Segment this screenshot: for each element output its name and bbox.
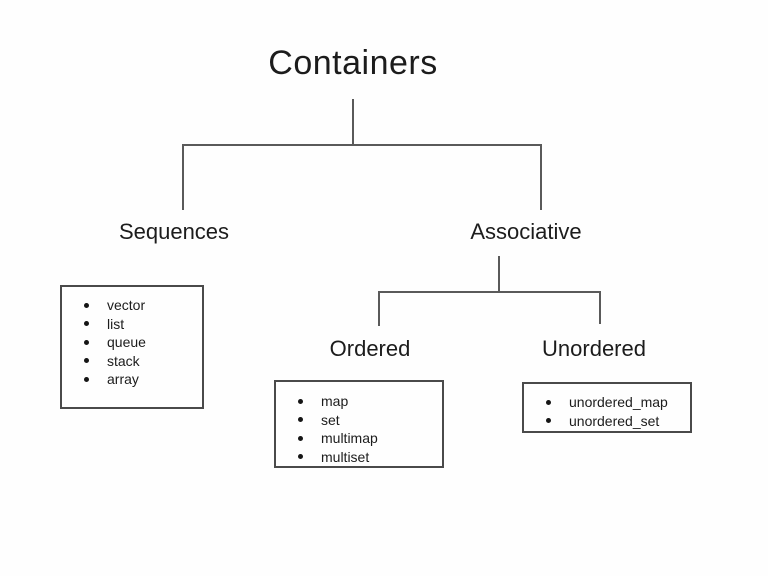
list-item: set: [276, 411, 442, 430]
node-ordered: Ordered: [329, 336, 411, 361]
root-node-containers: Containers: [268, 44, 438, 82]
list-item-label: map: [321, 393, 349, 410]
list-item-label: array: [107, 371, 139, 388]
node-associative: Associative: [470, 219, 582, 244]
connector-to-ordered: [378, 291, 380, 326]
connector-associative-stem: [498, 256, 500, 292]
node-unordered: Unordered: [542, 336, 646, 361]
bullet-icon: [298, 398, 303, 404]
bullet-icon: [546, 399, 551, 405]
node-sequences: Sequences: [118, 219, 230, 244]
list-item: map: [276, 392, 442, 411]
list-item: unordered_map: [524, 393, 690, 412]
bullet-icon: [84, 376, 89, 382]
list-item-label: unordered_map: [569, 394, 668, 411]
list-item: stack: [62, 352, 202, 371]
bullet-icon: [298, 435, 303, 441]
bullet-icon: [84, 321, 89, 327]
ordered-item-list: map set multimap multiset: [276, 392, 442, 466]
bullet-icon: [84, 302, 89, 308]
bullet-icon: [298, 454, 303, 460]
list-item-label: queue: [107, 334, 146, 351]
list-item: list: [62, 315, 202, 334]
connector-associative-crossbar: [378, 291, 601, 293]
ordered-items-box: map set multimap multiset: [274, 380, 444, 468]
connector-root-stem: [352, 99, 354, 144]
bullet-icon: [546, 418, 551, 424]
unordered-items-box: unordered_map unordered_set: [522, 382, 692, 433]
connector-to-associative: [540, 144, 542, 210]
list-item: queue: [62, 333, 202, 352]
list-item: multimap: [276, 429, 442, 448]
list-item-label: multimap: [321, 430, 378, 447]
list-item-label: list: [107, 315, 125, 332]
bullet-icon: [298, 417, 303, 423]
unordered-item-list: unordered_map unordered_set: [524, 393, 690, 430]
connector-root-crossbar: [182, 144, 541, 146]
sequences-item-list: vector list queue stack array: [62, 296, 202, 389]
list-item-label: stack: [107, 352, 140, 369]
list-item: array: [62, 370, 202, 389]
sequences-items-box: vector list queue stack array: [60, 285, 204, 409]
bullet-icon: [84, 358, 89, 364]
connector-to-sequences: [182, 144, 184, 210]
bullet-icon: [84, 339, 89, 345]
list-item-label: multiset: [321, 448, 370, 465]
connector-to-unordered: [599, 291, 601, 324]
list-item-label: unordered_set: [569, 412, 660, 429]
list-item: multiset: [276, 448, 442, 467]
list-item-label: vector: [107, 297, 146, 314]
list-item-label: set: [321, 411, 340, 428]
list-item: unordered_set: [524, 412, 690, 431]
list-item: vector: [62, 296, 202, 315]
